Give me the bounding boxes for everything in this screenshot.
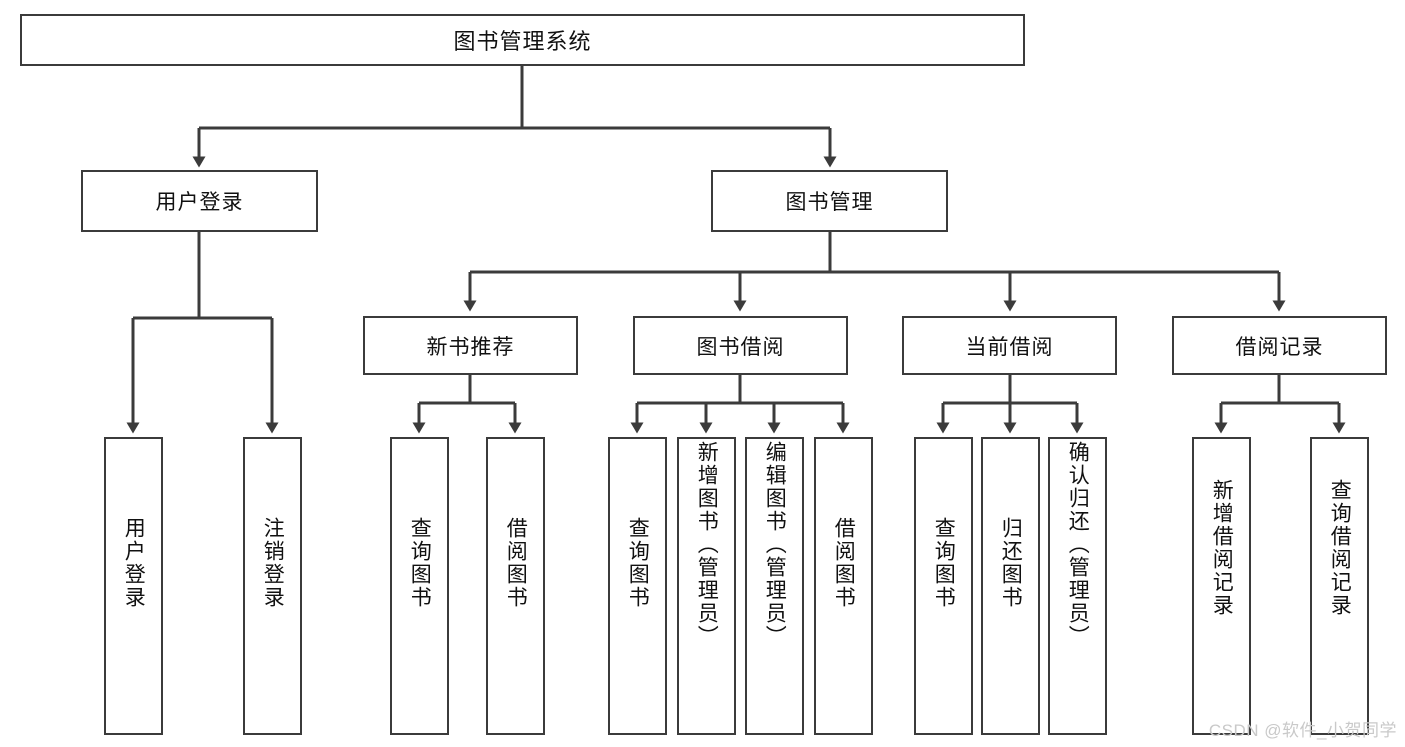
node-user-login[interactable]: 用户登录: [81, 170, 318, 232]
node-label: 借阅图书: [832, 517, 856, 609]
node-label: 新增借阅记录: [1210, 479, 1234, 617]
node-label: 查询图书: [408, 517, 432, 609]
leaf-edit-book[interactable]: 编辑图书（管理员）: [745, 437, 804, 735]
watermark-text: CSDN @软件_小贺同学: [1208, 721, 1397, 740]
leaf-query-book-1[interactable]: 查询图书: [390, 437, 449, 735]
node-book-manage[interactable]: 图书管理: [711, 170, 948, 232]
node-label: 查询图书: [932, 517, 956, 609]
node-label: 归还图书: [999, 517, 1023, 609]
node-label: 新书推荐: [426, 335, 515, 359]
leaf-borrow-book-2[interactable]: 借阅图书: [814, 437, 873, 735]
node-label: 查询借阅记录: [1328, 479, 1352, 617]
node-book-borrow[interactable]: 图书借阅: [633, 316, 848, 375]
leaf-query-record[interactable]: 查询借阅记录: [1310, 437, 1369, 735]
node-label: 用户登录: [122, 517, 146, 609]
node-label: 图书管理: [785, 191, 874, 214]
leaf-return-book[interactable]: 归还图书: [981, 437, 1040, 735]
node-current-borrow[interactable]: 当前借阅: [902, 316, 1117, 375]
leaf-user-login[interactable]: 用户登录: [104, 437, 163, 735]
leaf-confirm-return[interactable]: 确认归还（管理员）: [1048, 437, 1107, 735]
leaf-add-book[interactable]: 新增图书（管理员）: [677, 437, 736, 735]
leaf-borrow-book-1[interactable]: 借阅图书: [486, 437, 545, 735]
node-root-system[interactable]: 图书管理系统: [20, 14, 1025, 66]
node-label: 图书借阅: [696, 335, 785, 359]
node-label: 新增图书（管理员）: [695, 441, 719, 648]
node-new-book-recommend[interactable]: 新书推荐: [363, 316, 578, 375]
node-label: 借阅记录: [1235, 335, 1324, 359]
node-label: 查询图书: [626, 517, 650, 609]
leaf-query-book-3[interactable]: 查询图书: [914, 437, 973, 735]
node-label: 确认归还（管理员）: [1066, 441, 1090, 648]
leaf-user-logout[interactable]: 注销登录: [243, 437, 302, 735]
node-borrow-record[interactable]: 借阅记录: [1172, 316, 1387, 375]
leaf-add-record[interactable]: 新增借阅记录: [1192, 437, 1251, 735]
node-label: 图书管理系统: [453, 29, 592, 54]
node-label: 当前借阅: [965, 335, 1054, 359]
node-label: 用户登录: [155, 191, 244, 214]
leaf-query-book-2[interactable]: 查询图书: [608, 437, 667, 735]
node-label: 注销登录: [261, 517, 285, 609]
node-label: 借阅图书: [504, 517, 528, 609]
node-label: 编辑图书（管理员）: [763, 441, 787, 648]
